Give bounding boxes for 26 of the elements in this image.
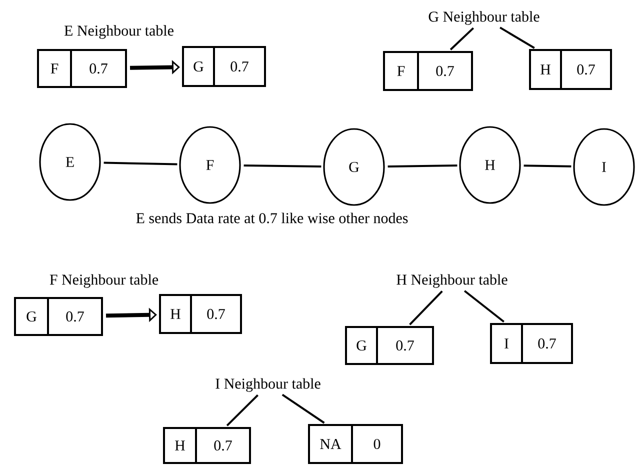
table-entry: F 0.7 [383,51,473,91]
leader-line [450,27,474,50]
leader-line [409,290,443,326]
table-entry: G 0.7 [182,46,266,87]
table-entry: H 0.7 [529,49,612,90]
connector-line [388,164,458,168]
connector-line [244,164,322,168]
leader-line [282,394,325,424]
table-entry: NA 0 [308,424,403,464]
table-heading: E Neighbour table [64,25,174,39]
leader-line [500,26,535,49]
table-entry: H 0.7 [159,294,242,334]
leader-line [464,290,504,323]
table-entry: G 0.7 [14,297,103,336]
table-heading: G Neighbour table [428,11,540,25]
table-entry: I 0.7 [490,323,573,364]
table-heading: F Neighbour table [50,274,158,288]
table-heading: H Neighbour table [396,274,508,288]
caption-text: E sends Data rate at 0.7 like wise other nodes [136,212,408,224]
leader-line [226,394,258,426]
table-heading: I Neighbour table [216,378,320,392]
table-entry: F 0.7 [37,49,127,88]
table-entry: G 0.7 [345,326,434,365]
table-entry: H 0.7 [163,427,251,464]
connector-line [104,162,178,166]
connector-line [524,164,572,168]
